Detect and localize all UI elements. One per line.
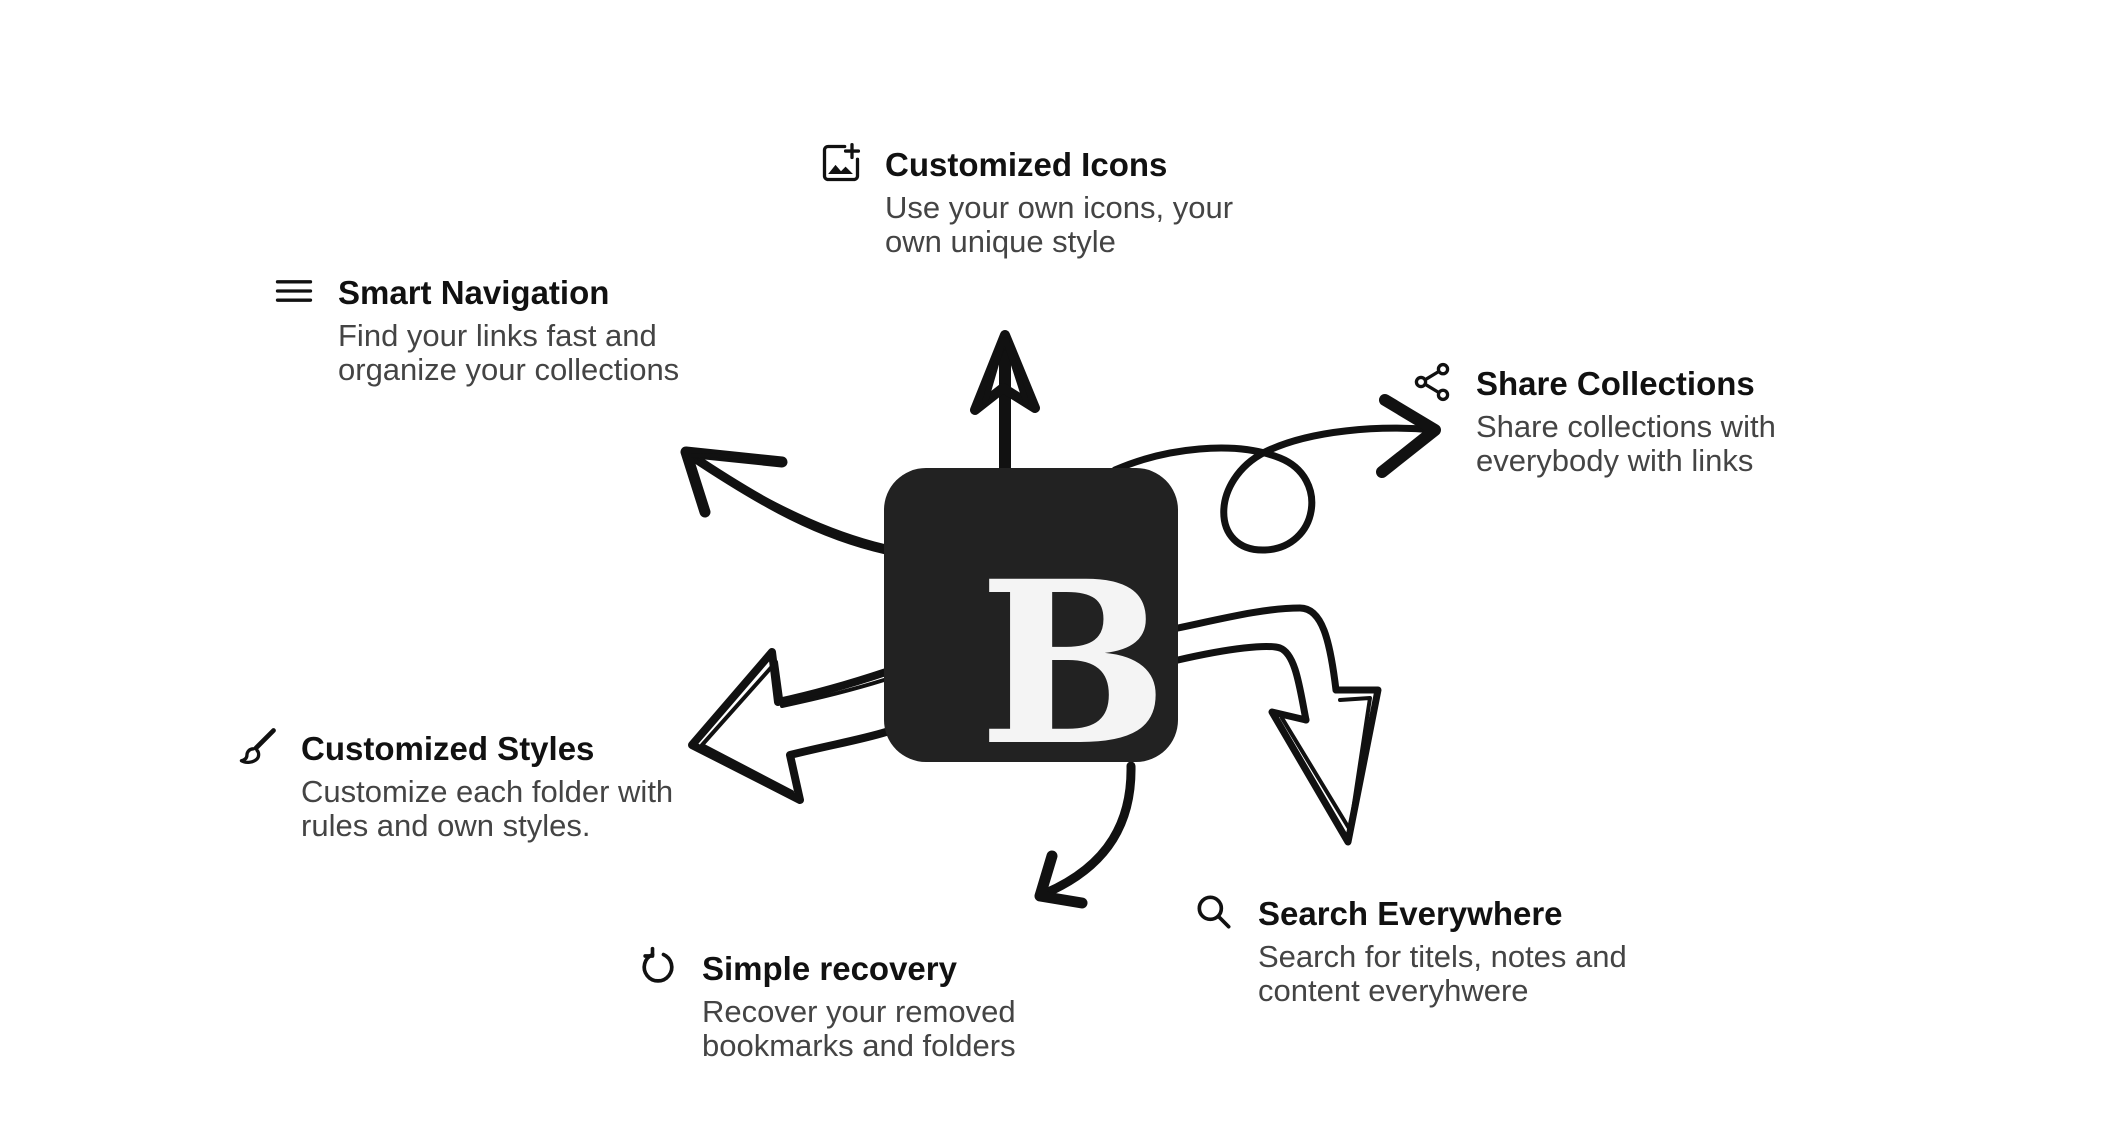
arrow-to-smart-navigation bbox=[680, 446, 891, 555]
feature-simple-recovery: Simple recovery Recover your removed boo… bbox=[642, 946, 1162, 1063]
feature-description: Use your own icons, your own unique styl… bbox=[885, 190, 1234, 259]
arrow-to-share-collections bbox=[1111, 394, 1441, 554]
feature-title: Smart Navigation bbox=[338, 274, 610, 311]
feature-title: Customized Icons bbox=[885, 146, 1168, 183]
arrow-to-customized-styles bbox=[688, 648, 890, 804]
feature-smart-navigation: Smart Navigation Find your links fast an… bbox=[275, 273, 798, 387]
feature-customized-styles: Customized Styles Customize each folder … bbox=[239, 728, 761, 843]
arrow-to-customized-icons bbox=[970, 330, 1040, 476]
feature-description: Share collections with everybody with li… bbox=[1476, 409, 1776, 478]
logo-letter: B bbox=[978, 532, 1168, 763]
arrow-to-search-everywhere bbox=[1174, 604, 1382, 846]
feature-customized-icons: Customized Icons Use your own icons, you… bbox=[822, 143, 1345, 259]
feature-description: Find your links fast and organize your c… bbox=[338, 318, 680, 387]
feature-title: Search Everywhere bbox=[1258, 895, 1563, 932]
search-icon bbox=[1192, 890, 1236, 934]
feature-description: Customize each folder with rules and own… bbox=[301, 774, 674, 843]
app-logo: B bbox=[884, 468, 1178, 762]
feature-share-collections: Share Collections Share collections with… bbox=[1414, 362, 1936, 478]
brush-icon bbox=[235, 725, 279, 769]
feature-description: Recover your removed bookmarks and folde… bbox=[702, 994, 1016, 1063]
menu-icon bbox=[272, 269, 316, 313]
feature-title: Simple recovery bbox=[702, 950, 957, 987]
image-add-icon bbox=[819, 141, 863, 185]
feature-search-everywhere: Search Everywhere Search for titels, not… bbox=[1197, 894, 1718, 1008]
feature-title: Share Collections bbox=[1476, 365, 1755, 402]
feature-title: Customized Styles bbox=[301, 730, 595, 767]
arrow-to-simple-recovery bbox=[1034, 761, 1136, 909]
refresh-icon bbox=[636, 945, 680, 989]
share-icon bbox=[1410, 360, 1454, 404]
feature-description: Search for titels, notes and content eve… bbox=[1258, 939, 1627, 1008]
